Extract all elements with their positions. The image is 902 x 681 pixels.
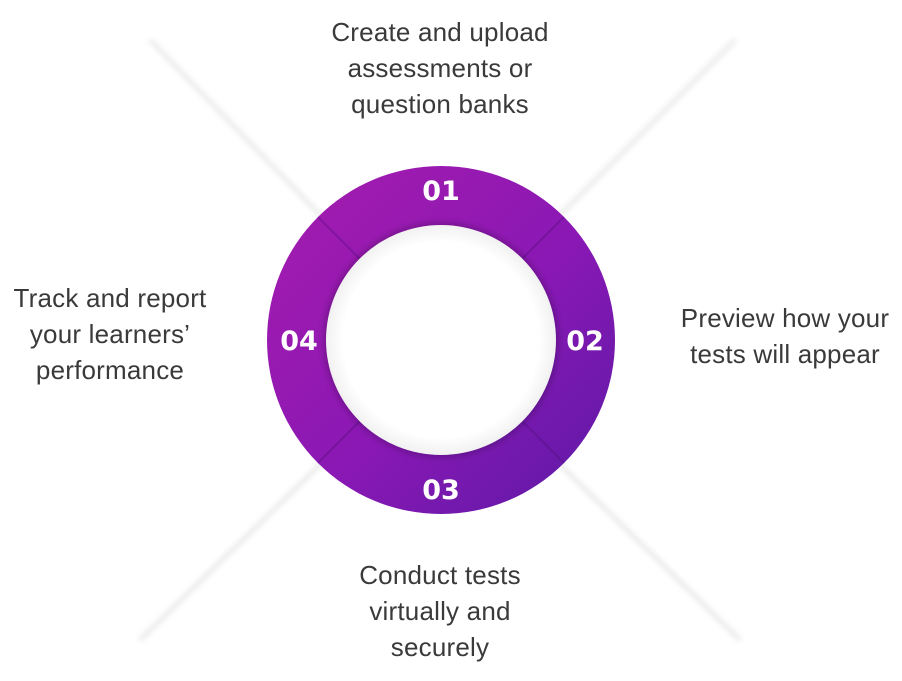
step-label-4: Track and report your learners’ performa… [13,283,207,385]
ray-top-right [548,38,737,227]
step-number-4: 04 [280,326,318,357]
ray-bottom-right [548,453,742,642]
step-number-3: 03 [422,475,460,506]
step-label-2: Preview how your tests will appear [680,303,890,369]
diagonal-rays [138,38,742,642]
step-number-2: 02 [566,326,604,357]
ring-dividers [317,216,565,464]
ray-top-left [148,38,332,227]
step-label-3: Conduct tests virtually and securely [359,560,521,662]
step-label-1: Create and upload assessments or questio… [331,17,549,119]
ring-inner-disk [326,225,556,455]
step-number-1: 01 [422,176,460,207]
ray-bottom-left [138,453,332,642]
